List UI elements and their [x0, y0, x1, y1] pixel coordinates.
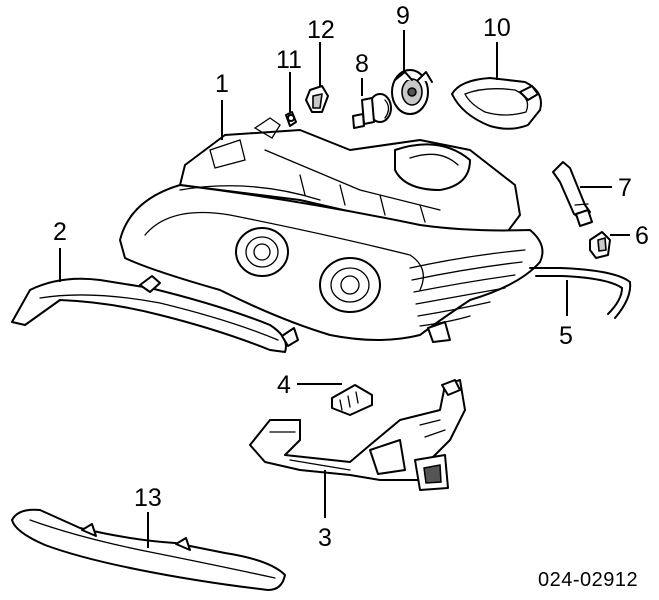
callout-4: 4	[277, 371, 291, 399]
callout-13: 13	[134, 484, 162, 512]
bulb-holder	[305, 85, 329, 113]
callout-11: 11	[276, 46, 302, 74]
hose	[529, 267, 632, 319]
upper-trim-strip	[11, 275, 299, 353]
leader-lines	[59, 30, 630, 548]
callout-8: 8	[355, 50, 369, 78]
diagram-code: 024-02912	[538, 569, 638, 591]
callouts: 1 2 3 4 5 6 7 8 9 10 11 12 13	[53, 2, 649, 552]
callout-9: 9	[396, 2, 410, 30]
callout-5: 5	[559, 322, 573, 350]
lower-trim-strip	[11, 508, 286, 591]
halogen-bulb	[352, 93, 392, 129]
headlight-housing	[119, 117, 544, 343]
side-bulb	[589, 231, 611, 259]
callout-2: 2	[53, 218, 67, 246]
bulb-cap	[391, 69, 433, 115]
callout-6: 6	[635, 222, 649, 250]
callout-12: 12	[307, 16, 335, 44]
callout-10: 10	[483, 14, 511, 42]
callout-7: 7	[618, 174, 632, 202]
bracket-wiring-harness	[249, 379, 466, 491]
callout-3: 3	[318, 524, 332, 552]
bulb-socket	[552, 161, 593, 227]
connector	[331, 384, 373, 416]
small-bulb	[285, 111, 297, 127]
rear-cover	[451, 77, 542, 130]
callout-1: 1	[215, 70, 229, 98]
